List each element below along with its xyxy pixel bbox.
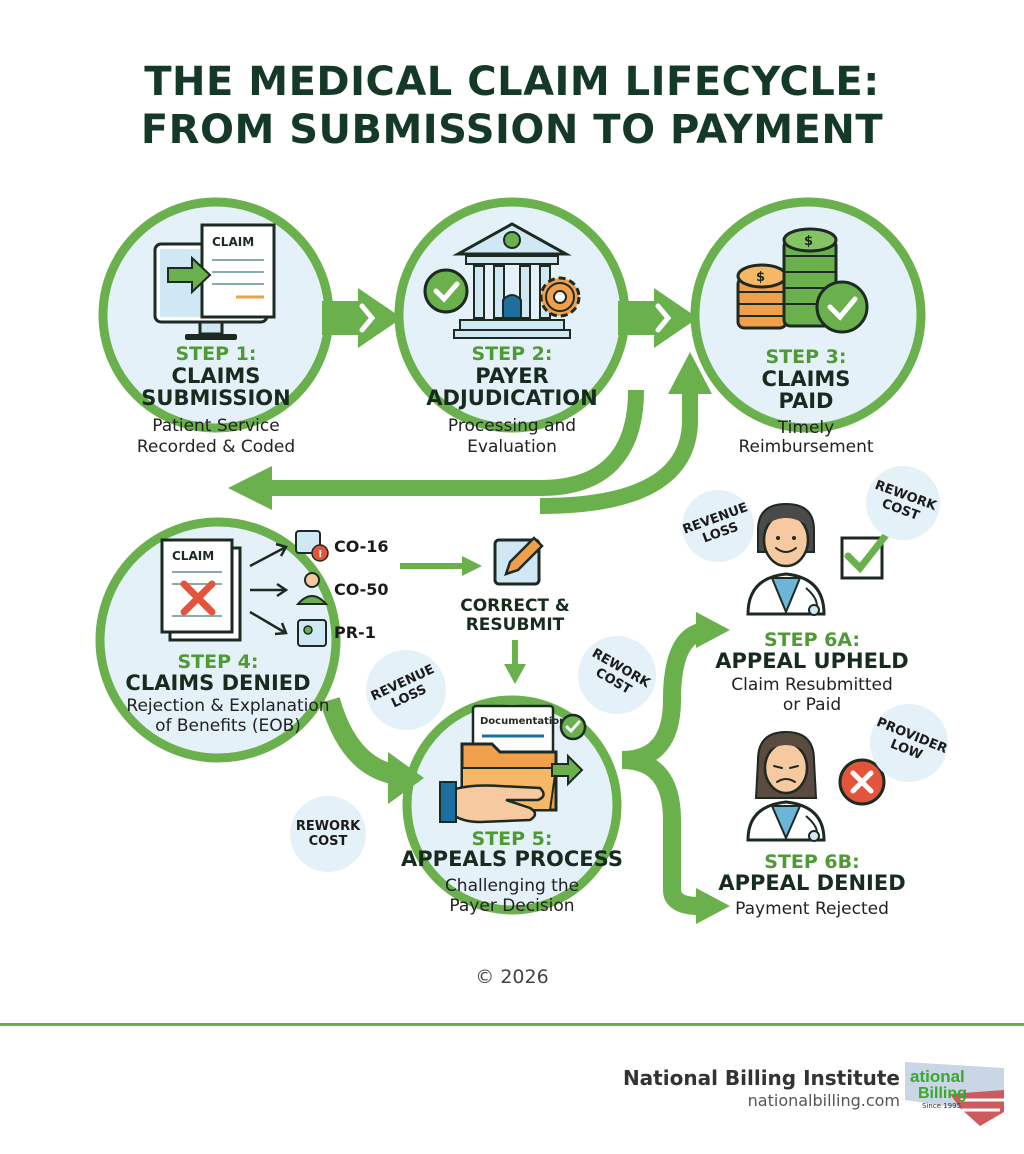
arrow-to-step3 bbox=[539, 392, 698, 514]
correct-resubmit-line2: RESUBMIT bbox=[465, 615, 565, 635]
svg-text:Documentation: Documentation bbox=[480, 716, 566, 727]
bank-icon bbox=[452, 222, 572, 339]
title-line-2: FROM SUBMISSION TO PAYMENT bbox=[140, 107, 884, 153]
svg-text:Since 1995: Since 1995 bbox=[922, 1102, 961, 1110]
arrow-2-to-4 bbox=[270, 389, 644, 496]
step2-name-line2: ADJUDICATION bbox=[426, 386, 598, 410]
edit-icon bbox=[493, 536, 544, 586]
svg-text:CLAIM: CLAIM bbox=[172, 549, 214, 563]
svg-text:$: $ bbox=[804, 234, 813, 249]
step4-label: STEP 4: bbox=[177, 651, 259, 673]
doctor-sad-icon bbox=[746, 730, 826, 842]
national-billing-logo: ational Billing Since 1995 bbox=[905, 1062, 1004, 1126]
step1-desc-line1: Patient Service bbox=[152, 416, 280, 436]
step2-label: STEP 2: bbox=[471, 343, 553, 365]
org-name: National Billing Institute bbox=[622, 1066, 900, 1090]
monitor-claim-icon: CLAIM bbox=[153, 223, 276, 340]
step3-name-line1: CLAIMS bbox=[761, 367, 851, 391]
step3-desc-line1: Timely bbox=[777, 418, 835, 438]
denial-code-co50: CO-50 bbox=[334, 580, 389, 599]
step4-desc-line1: Rejection & Explanation bbox=[126, 696, 330, 716]
correct-resubmit-line1: CORRECT & bbox=[460, 596, 570, 616]
step6a-desc-line1: Claim Resubmitted bbox=[731, 675, 893, 695]
step1-name-line2: SUBMISSION bbox=[141, 386, 291, 410]
denial-arrows bbox=[249, 542, 289, 636]
svg-text:!: ! bbox=[318, 549, 323, 560]
documentation-folder-icon: Documentation bbox=[439, 704, 587, 824]
step6b-desc: Payment Rejected bbox=[735, 899, 889, 919]
step1-desc-line2: Recorded & Coded bbox=[136, 437, 296, 457]
denial-code-icons: ! bbox=[295, 530, 329, 647]
step3-name-line2: PAID bbox=[778, 389, 834, 413]
branch-to-6a bbox=[621, 623, 704, 769]
doctor-happy-icon bbox=[746, 502, 826, 616]
gear-icon bbox=[539, 276, 581, 318]
rejected-x-icon bbox=[838, 758, 886, 806]
step5-label: STEP 5: bbox=[471, 828, 553, 850]
step5-name: APPEALS PROCESS bbox=[401, 847, 623, 871]
title-line-1: THE MEDICAL CLAIM LIFECYCLE: bbox=[144, 59, 880, 105]
step4-desc-line2: of Benefits (EOB) bbox=[155, 716, 301, 736]
paid-check-icon bbox=[815, 280, 869, 334]
step1-name-line1: CLAIMS bbox=[171, 364, 261, 388]
branch-to-6b bbox=[621, 751, 701, 915]
step6b-label: STEP 6B: bbox=[764, 851, 860, 873]
org-url[interactable]: nationalbilling.com bbox=[747, 1091, 900, 1110]
step5-desc-line1: Challenging the bbox=[444, 876, 580, 896]
step2-desc-line2: Evaluation bbox=[467, 437, 557, 457]
step6a-label: STEP 6A: bbox=[763, 629, 861, 651]
denied-claim-icon: CLAIM bbox=[160, 538, 242, 642]
step2-name-line1: PAYER bbox=[475, 364, 549, 388]
step6a-desc-line2: or Paid bbox=[782, 695, 842, 715]
step1-label: STEP 1: bbox=[175, 343, 257, 365]
step6a-name: APPEAL UPHELD bbox=[715, 649, 909, 673]
svg-text:$: $ bbox=[756, 270, 765, 285]
svg-text:Billing: Billing bbox=[918, 1085, 967, 1102]
step3-desc-line2: Reimbursement bbox=[738, 437, 874, 457]
footer-divider bbox=[0, 1023, 1024, 1026]
step4-name: CLAIMS DENIED bbox=[125, 671, 311, 695]
svg-text:CLAIM: CLAIM bbox=[212, 235, 254, 249]
denial-code-pr1: PR-1 bbox=[334, 623, 376, 642]
svg-text:ational: ational bbox=[910, 1067, 965, 1086]
check-circle-icon bbox=[423, 268, 469, 314]
step3-label: STEP 3: bbox=[765, 346, 847, 368]
step2-desc-line1: Processing and bbox=[447, 416, 577, 436]
copyright: © 2026 bbox=[475, 966, 549, 988]
step6b-name: APPEAL DENIED bbox=[718, 871, 906, 895]
approved-check-icon bbox=[840, 526, 894, 580]
denial-code-co16: CO-16 bbox=[334, 537, 389, 556]
step5-desc-line2: Payer Decision bbox=[449, 896, 575, 916]
